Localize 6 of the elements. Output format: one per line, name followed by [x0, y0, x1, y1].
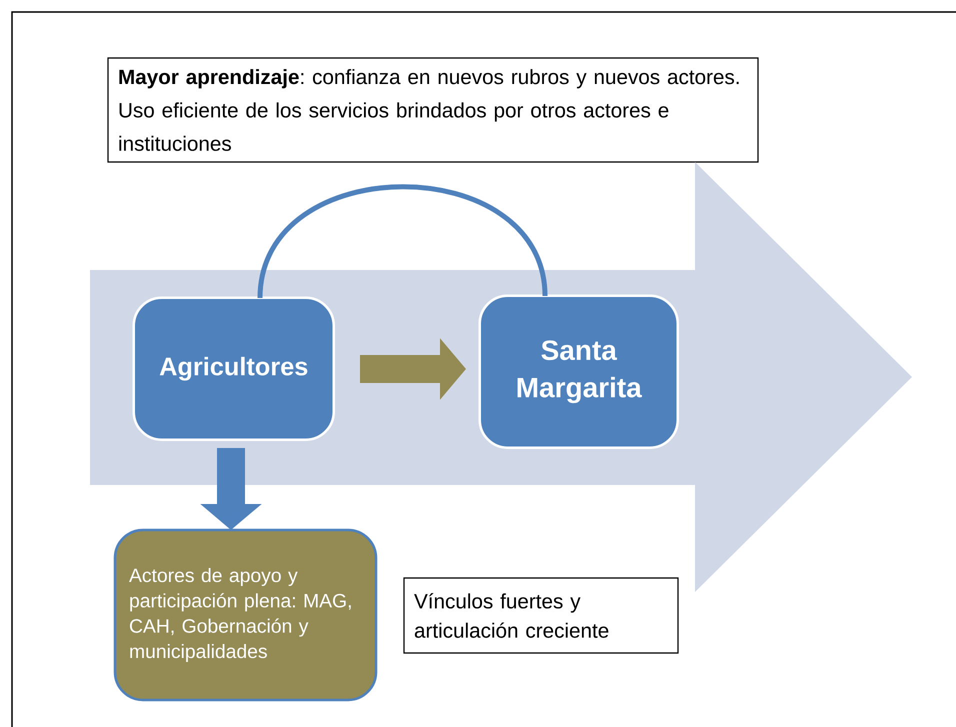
text-box: Vínculos fuertes y articulación creciente — [403, 577, 679, 654]
rounded-box: Agricultores — [132, 296, 335, 441]
rounded-box: Actores de apoyo y participación plena: MAG, CAH, Gobernación y municipalidades — [114, 528, 378, 702]
rounded-box: Santa Margarita — [478, 294, 679, 449]
arc-connector — [258, 184, 548, 298]
text-box: Mayor aprendizaje: confianza en nuevos rubros y nuevos actores. Uso eficiente de los servicios brindados por otros actores e instituciones — [107, 57, 759, 163]
